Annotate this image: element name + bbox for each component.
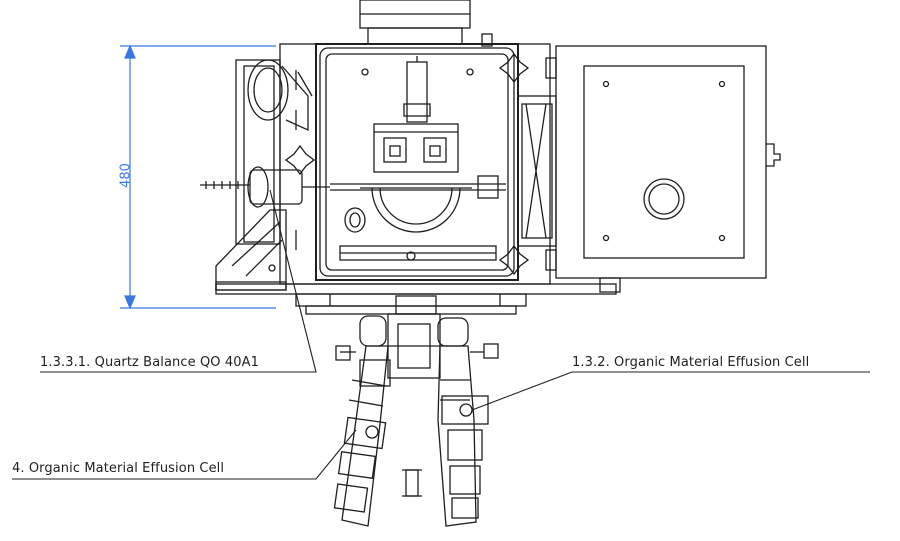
leader-effusion-cell-left	[12, 429, 357, 480]
support-stand	[215, 209, 287, 291]
callout-effusion-cell-left: 4. Organic Material Effusion Cell	[12, 461, 225, 476]
effusion-cell-right	[437, 317, 499, 527]
leader-effusion-cell-right	[471, 371, 870, 411]
dimension-label: 480	[118, 163, 134, 188]
left-viewport	[235, 59, 313, 245]
effusion-cell-left	[333, 315, 391, 527]
central-flange	[387, 313, 441, 497]
callout-effusion-cell-right: 1.3.2. Organic Material Effusion Cell	[572, 355, 810, 370]
leader-quartz-balance	[40, 189, 317, 373]
callout-quartz-balance: 1.3.3.1. Quartz Balance QO 40A1	[40, 355, 259, 370]
main-chamber	[279, 43, 551, 285]
door-panel	[555, 45, 781, 293]
top-flange	[359, 0, 493, 47]
quartz-balance-assembly	[200, 166, 330, 208]
dimension-480	[120, 44, 276, 310]
clamp-knobs	[284, 52, 530, 276]
base-plate	[215, 283, 617, 315]
